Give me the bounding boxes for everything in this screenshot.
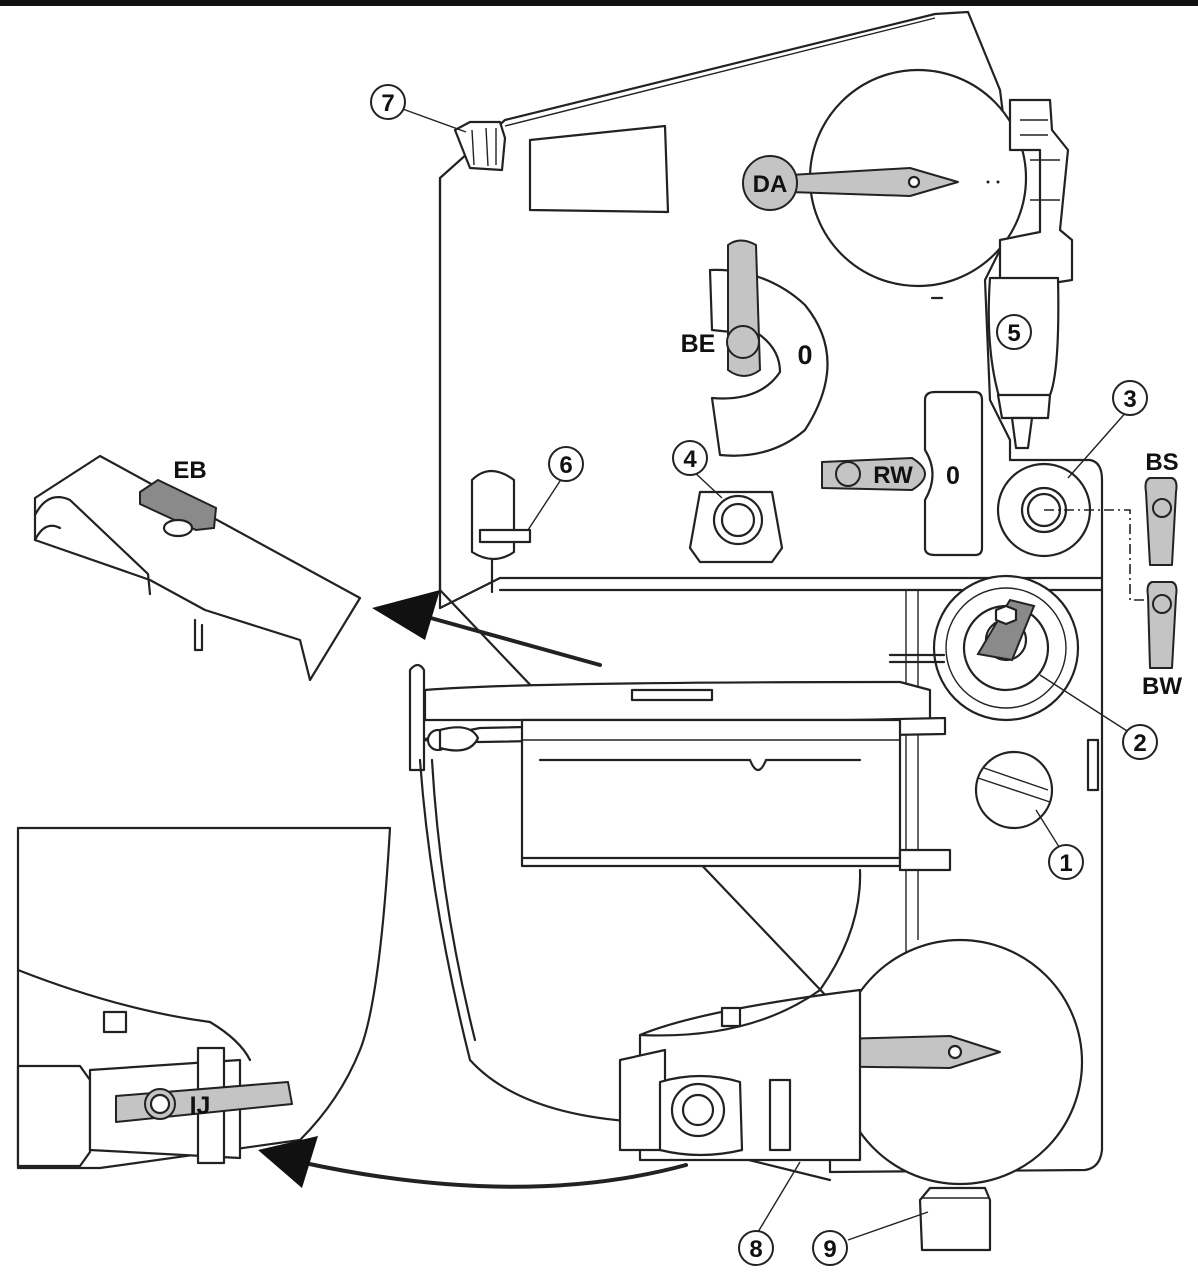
item-4-bore bbox=[720, 502, 756, 538]
ij-inset-pipe bbox=[16, 1064, 92, 1168]
arrow-eb-head bbox=[372, 590, 440, 640]
leader-9 bbox=[847, 1211, 929, 1241]
eb-lever-hole bbox=[162, 518, 194, 538]
callout-7: 7 bbox=[370, 84, 406, 120]
plate-window bbox=[528, 124, 670, 214]
rw-slot-plate bbox=[923, 390, 984, 557]
callout-1-number: 1 bbox=[1059, 850, 1072, 877]
rewind-spindle-ring bbox=[945, 587, 1067, 709]
eb-lever[interactable] bbox=[139, 478, 218, 532]
item-7-hinge-lines bbox=[471, 127, 497, 167]
callout-1: 1 bbox=[1048, 844, 1084, 880]
tray-grip bbox=[630, 688, 714, 702]
arrow-ij-head bbox=[258, 1136, 318, 1188]
callout-8-number: 8 bbox=[749, 1236, 762, 1263]
rw-zero-label: 0 bbox=[946, 462, 960, 490]
da-label: DA bbox=[753, 171, 788, 198]
tray-clip bbox=[898, 848, 952, 872]
be-label: BE bbox=[681, 330, 716, 358]
leader-3 bbox=[1067, 409, 1129, 479]
arrow-ij-shaft bbox=[298, 1160, 688, 1189]
be-knob[interactable] bbox=[726, 325, 760, 359]
leader-7 bbox=[399, 107, 467, 133]
item-6-catch bbox=[478, 528, 532, 544]
leader-4 bbox=[691, 469, 723, 499]
callout-2-number: 2 bbox=[1133, 730, 1146, 757]
plate-left-bevel bbox=[438, 576, 502, 610]
callout-3: 3 bbox=[1112, 380, 1148, 416]
callout-9-number: 9 bbox=[823, 1236, 836, 1263]
eb-inset-bracket bbox=[33, 454, 362, 682]
callout-4: 4 bbox=[672, 440, 708, 476]
plate-top-fold bbox=[504, 17, 936, 127]
valve-body bbox=[618, 1048, 667, 1152]
bw-label: BW bbox=[1142, 673, 1182, 700]
callout-6: 6 bbox=[548, 446, 584, 482]
eb-label: EB bbox=[173, 457, 206, 484]
callout-9: 9 bbox=[812, 1230, 848, 1266]
print-head-tip bbox=[996, 393, 1052, 420]
rw-knob[interactable] bbox=[835, 461, 861, 487]
arrow-eb-shaft bbox=[418, 613, 602, 667]
callout-7-number: 7 bbox=[381, 90, 394, 117]
drawer-belt bbox=[418, 758, 832, 1182]
plate-slot bbox=[1086, 738, 1100, 792]
leader-6 bbox=[527, 477, 563, 531]
ij-label: IJ bbox=[190, 1092, 211, 1120]
bs-bw-link bbox=[1044, 509, 1145, 601]
rw-label: RW bbox=[873, 462, 913, 489]
item-6-latch bbox=[470, 469, 516, 561]
bracket-details bbox=[1020, 119, 1060, 201]
eb-inset-tab bbox=[193, 618, 204, 652]
item-7-hinge bbox=[453, 120, 507, 172]
header-rule bbox=[0, 0, 1198, 6]
leader-8 bbox=[757, 1161, 801, 1233]
bs-handle-pin bbox=[1152, 498, 1172, 518]
ij-inset-curve bbox=[16, 968, 252, 1062]
tray-knob[interactable] bbox=[438, 726, 480, 752]
bs-label: BS bbox=[1145, 449, 1178, 476]
da-lever-pin bbox=[907, 175, 921, 189]
tray-handle[interactable] bbox=[408, 663, 426, 772]
callout-5: 5 bbox=[996, 314, 1032, 350]
rewind-spindle-nut bbox=[994, 604, 1018, 626]
item-9-foot bbox=[918, 1186, 992, 1252]
be-zero-label: 0 bbox=[797, 340, 812, 370]
sa-lever-pin bbox=[947, 1044, 963, 1060]
callout-6-number: 6 bbox=[559, 452, 572, 479]
reel-dot-1 bbox=[986, 180, 990, 184]
reel-dot-2 bbox=[996, 180, 1000, 184]
da-knob[interactable] bbox=[742, 155, 798, 211]
eb-inset-edge bbox=[33, 496, 152, 596]
tray-hook-line bbox=[538, 758, 862, 772]
callout-3-number: 3 bbox=[1123, 386, 1136, 413]
tray-box bbox=[520, 718, 902, 868]
deflection-roller-lines bbox=[977, 767, 1051, 803]
leader-2 bbox=[1039, 674, 1139, 739]
drawer-belt-inner bbox=[430, 758, 477, 1042]
callout-4-number: 4 bbox=[683, 446, 697, 473]
bw-handle-pin bbox=[1152, 594, 1172, 614]
ij-knob-center bbox=[149, 1093, 171, 1115]
callout-8: 8 bbox=[738, 1230, 774, 1266]
bs-handle[interactable] bbox=[1144, 477, 1178, 566]
valve-cap bbox=[768, 1078, 792, 1152]
ij-inset-bolt bbox=[102, 1010, 128, 1034]
callout-5-number: 5 bbox=[1007, 320, 1020, 347]
tank-bolt bbox=[720, 1006, 742, 1028]
valve-bore bbox=[681, 1093, 715, 1127]
tank-top-curve bbox=[638, 868, 862, 1037]
print-head-nose bbox=[1010, 416, 1034, 450]
callout-2: 2 bbox=[1122, 724, 1158, 760]
